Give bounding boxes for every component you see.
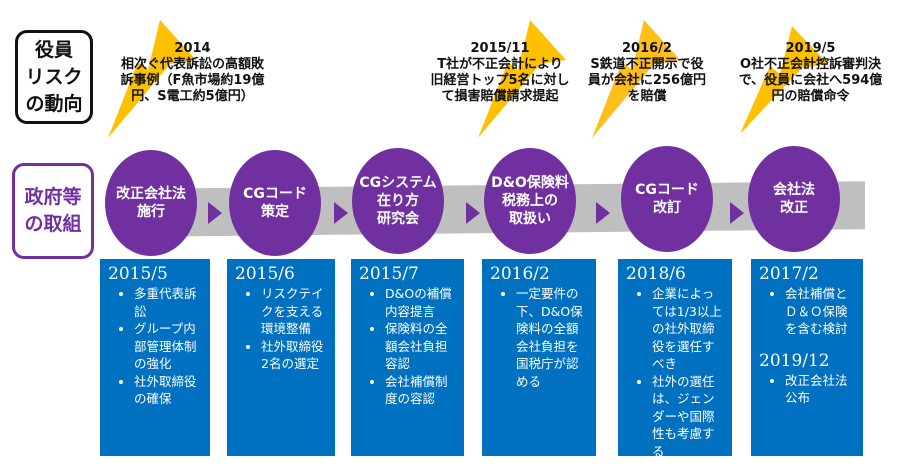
- detail-box: 2015/6 リスクテイクを支える環境整備 社外取締役2名の選定: [227, 259, 335, 456]
- risk-trend-label: 役員 リスク の動向: [15, 30, 93, 124]
- detail-item: 企業によっては1/3以上の社外取締役を選任すべき: [652, 285, 726, 373]
- detail-list: 企業によっては1/3以上の社外取締役を選任すべき 社外の選任は、ジェンダーや国際…: [626, 285, 726, 460]
- detail-box: 2015/5 多重代表訴訟 グループ内部管理体制の強化 社外取締役の確保: [100, 259, 210, 456]
- lightning-icon: [108, 20, 196, 138]
- detail-item: 保険料の全額会社負担容認: [385, 320, 458, 373]
- detail-item: 社外取締役の確保: [134, 373, 204, 408]
- arrow-right-icon: [466, 202, 480, 224]
- detail-item: グループ内部管理体制の強化: [134, 320, 204, 373]
- detail-item: 多重代表訴訟: [134, 285, 204, 320]
- lightning-icon: [592, 20, 680, 138]
- milestone-circle: 会社法 改正: [748, 146, 840, 252]
- milestone-circle: CGコード 策定: [229, 150, 321, 256]
- detail-item: 会社補償制度の容認: [385, 373, 458, 408]
- event-year: 2019/5: [785, 41, 836, 56]
- event-year: 2016/2: [622, 41, 672, 56]
- event-text: S鉄道不正開示で役 員が会社に256億円 を賠償: [587, 57, 707, 104]
- detail-item: 社外取締役2名の選定: [261, 338, 329, 373]
- detail-date: 2015/6: [235, 264, 295, 284]
- arrow-right-icon: [208, 202, 222, 224]
- milestone-circle: 改正会社法 施行: [105, 150, 197, 256]
- milestone-circle: D&O保険料 税務上の 取扱い: [484, 148, 576, 254]
- detail-item: D&Oの補償内容提言: [385, 285, 458, 320]
- detail-list: 多重代表訴訟 グループ内部管理体制の強化 社外取締役の確保: [108, 285, 204, 408]
- milestone-circle: CGコード 改訂: [621, 146, 713, 252]
- detail-list: 改正会社法公布: [759, 372, 857, 407]
- arrow-right-icon: [334, 202, 348, 224]
- government-initiatives-label-text: 政府等 の取組: [24, 186, 82, 235]
- detail-list: リスクテイクを支える環境整備 社外取締役2名の選定: [235, 285, 329, 373]
- arrow-right-icon: [596, 202, 610, 224]
- detail-date: 2017/2: [759, 264, 819, 284]
- detail-date: 2019/12: [759, 350, 830, 371]
- lightning-icon: [740, 26, 828, 134]
- event-text: O社不正会計控訴審判決 で、役員に会社へ594億 円の賠償命令: [738, 57, 883, 104]
- detail-item: 一定要件の下、D&O保険料の全額会社負担を国税庁が認める: [516, 285, 590, 390]
- detail-date: 2015/7: [359, 264, 419, 284]
- detail-list: D&Oの補償内容提言 保険料の全額会社負担容認 会社補償制度の容認: [359, 285, 458, 408]
- detail-item: 社外の選任は、ジェンダーや国際性も考慮する: [652, 373, 726, 461]
- detail-list: 一定要件の下、D&O保険料の全額会社負担を国税庁が認める: [490, 285, 590, 390]
- event-text: T社が不正会計により 旧経営トップ5名に対し て損害賠償請求提起: [430, 57, 570, 104]
- detail-item: 改正会社法公布: [785, 372, 857, 407]
- lightning-icon: [478, 20, 566, 138]
- detail-date: 2015/5: [108, 264, 168, 284]
- detail-date: 2016/2: [490, 264, 550, 284]
- detail-item: リスクテイクを支える環境整備: [261, 285, 329, 338]
- detail-item: 会社補償とＤ＆Ｏ保険を含む検討: [785, 285, 857, 338]
- detail-box: 2015/7 D&Oの補償内容提言 保険料の全額会社負担容認 会社補償制度の容認: [351, 259, 464, 456]
- event-year: 2015/11: [470, 41, 530, 56]
- government-initiatives-label: 政府等 の取組: [12, 163, 94, 259]
- detail-date: 2018/6: [626, 264, 686, 284]
- milestone-circle: CGシステム 在り方 研究会: [352, 148, 444, 254]
- event-text: 相次ぐ代表訴訟の高額敗 訴事例（F魚市場約19億 円、S電工約5億円）: [120, 57, 265, 104]
- arrow-right-icon: [730, 202, 744, 224]
- detail-box: 2016/2 一定要件の下、D&O保険料の全額会社負担を国税庁が認める: [482, 259, 596, 456]
- event-year: 2014: [174, 41, 211, 56]
- detail-list: 会社補償とＤ＆Ｏ保険を含む検討: [759, 285, 857, 338]
- detail-box: 2018/6 企業によっては1/3以上の社外取締役を選任すべき 社外の選任は、ジ…: [618, 259, 732, 459]
- detail-box: 2017/2 会社補償とＤ＆Ｏ保険を含む検討 2019/12 改正会社法公布: [751, 259, 863, 456]
- risk-trend-label-text: 役員 リスク の動向: [25, 38, 83, 115]
